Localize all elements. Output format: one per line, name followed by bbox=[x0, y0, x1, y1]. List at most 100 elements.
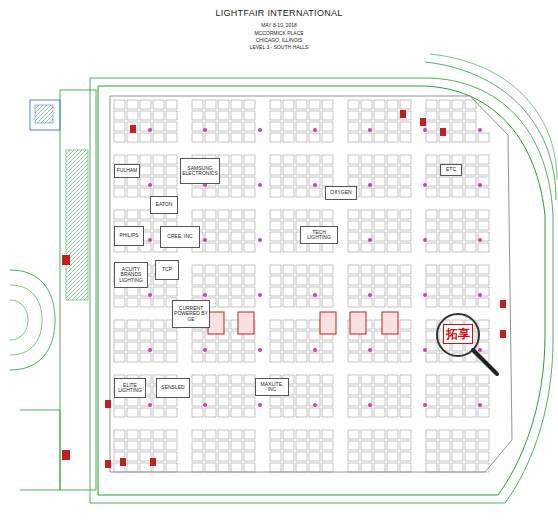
booth bbox=[426, 287, 437, 296]
exhibitor-booth: PHILIPS bbox=[114, 226, 144, 246]
booth bbox=[439, 221, 450, 230]
exhibitor-booth: ETC bbox=[440, 164, 462, 176]
column-marker bbox=[258, 128, 262, 132]
booth bbox=[452, 133, 463, 142]
booth bbox=[296, 100, 307, 109]
booth bbox=[387, 397, 398, 406]
booth bbox=[478, 430, 489, 439]
booth bbox=[400, 408, 411, 417]
booth bbox=[426, 320, 437, 329]
booth bbox=[322, 397, 333, 406]
booth bbox=[205, 386, 216, 395]
booth bbox=[439, 386, 450, 395]
booth bbox=[127, 287, 138, 296]
booth bbox=[192, 188, 203, 197]
column-marker bbox=[478, 128, 482, 132]
column-marker bbox=[423, 238, 427, 242]
booth bbox=[114, 287, 125, 296]
booth bbox=[361, 265, 372, 274]
booth bbox=[244, 353, 255, 362]
booth bbox=[218, 298, 229, 307]
booth bbox=[140, 397, 151, 406]
booth bbox=[127, 155, 138, 164]
booth bbox=[309, 111, 320, 120]
booth bbox=[387, 210, 398, 219]
booth bbox=[374, 265, 385, 274]
booth bbox=[400, 166, 411, 175]
magnifier-handle bbox=[473, 350, 497, 374]
booth bbox=[426, 452, 437, 461]
booth bbox=[231, 397, 242, 406]
booth bbox=[452, 111, 463, 120]
booth bbox=[465, 232, 476, 241]
booth bbox=[361, 375, 372, 384]
booth bbox=[114, 111, 125, 120]
booth bbox=[153, 155, 164, 164]
booth bbox=[231, 232, 242, 241]
column-marker bbox=[148, 293, 152, 297]
exhibitor-booth: CURRENT POWERED BY GE bbox=[172, 300, 210, 328]
booth bbox=[374, 155, 385, 164]
booth bbox=[166, 397, 177, 406]
booth bbox=[205, 430, 216, 439]
booth bbox=[322, 408, 333, 417]
booth bbox=[166, 100, 177, 109]
column-marker bbox=[368, 238, 372, 242]
booth bbox=[361, 232, 372, 241]
booth bbox=[387, 353, 398, 362]
booth bbox=[426, 331, 437, 340]
booth bbox=[361, 221, 372, 230]
booth bbox=[140, 111, 151, 120]
exhibitor-booth: SENSLED bbox=[156, 378, 190, 398]
booth bbox=[231, 452, 242, 461]
column-marker bbox=[368, 348, 372, 352]
booth bbox=[192, 397, 203, 406]
booth bbox=[400, 111, 411, 120]
booth bbox=[127, 111, 138, 120]
booth-name: ETC bbox=[446, 167, 456, 172]
booth bbox=[153, 441, 164, 450]
booth bbox=[309, 276, 320, 285]
booth bbox=[218, 133, 229, 142]
booth bbox=[114, 298, 125, 307]
booth bbox=[296, 408, 307, 417]
booth bbox=[192, 375, 203, 384]
booth bbox=[270, 177, 281, 186]
booth bbox=[452, 276, 463, 285]
column-marker bbox=[203, 128, 207, 132]
booth bbox=[387, 298, 398, 307]
booth bbox=[374, 408, 385, 417]
booth bbox=[205, 441, 216, 450]
booth bbox=[361, 100, 372, 109]
booth bbox=[296, 177, 307, 186]
booth bbox=[283, 210, 294, 219]
corridor bbox=[60, 90, 96, 490]
booth bbox=[348, 441, 359, 450]
booth bbox=[270, 155, 281, 164]
booth bbox=[114, 430, 125, 439]
booth bbox=[218, 221, 229, 230]
column-marker bbox=[313, 348, 317, 352]
booth bbox=[322, 287, 333, 296]
column-marker bbox=[368, 293, 372, 297]
booth bbox=[231, 287, 242, 296]
booth bbox=[270, 463, 281, 472]
booth bbox=[309, 375, 320, 384]
booth bbox=[452, 375, 463, 384]
booth-name: EATON bbox=[156, 202, 173, 207]
booth bbox=[283, 397, 294, 406]
booth bbox=[426, 232, 437, 241]
booth bbox=[439, 463, 450, 472]
booth bbox=[296, 111, 307, 120]
booth bbox=[387, 430, 398, 439]
booth bbox=[114, 210, 125, 219]
column-marker bbox=[148, 403, 152, 407]
booth bbox=[348, 133, 359, 142]
booth bbox=[361, 408, 372, 417]
service-block bbox=[30, 100, 60, 130]
booth bbox=[166, 111, 177, 120]
service-block bbox=[20, 410, 60, 490]
booth bbox=[478, 177, 489, 186]
booth bbox=[348, 243, 359, 252]
booth bbox=[309, 122, 320, 131]
